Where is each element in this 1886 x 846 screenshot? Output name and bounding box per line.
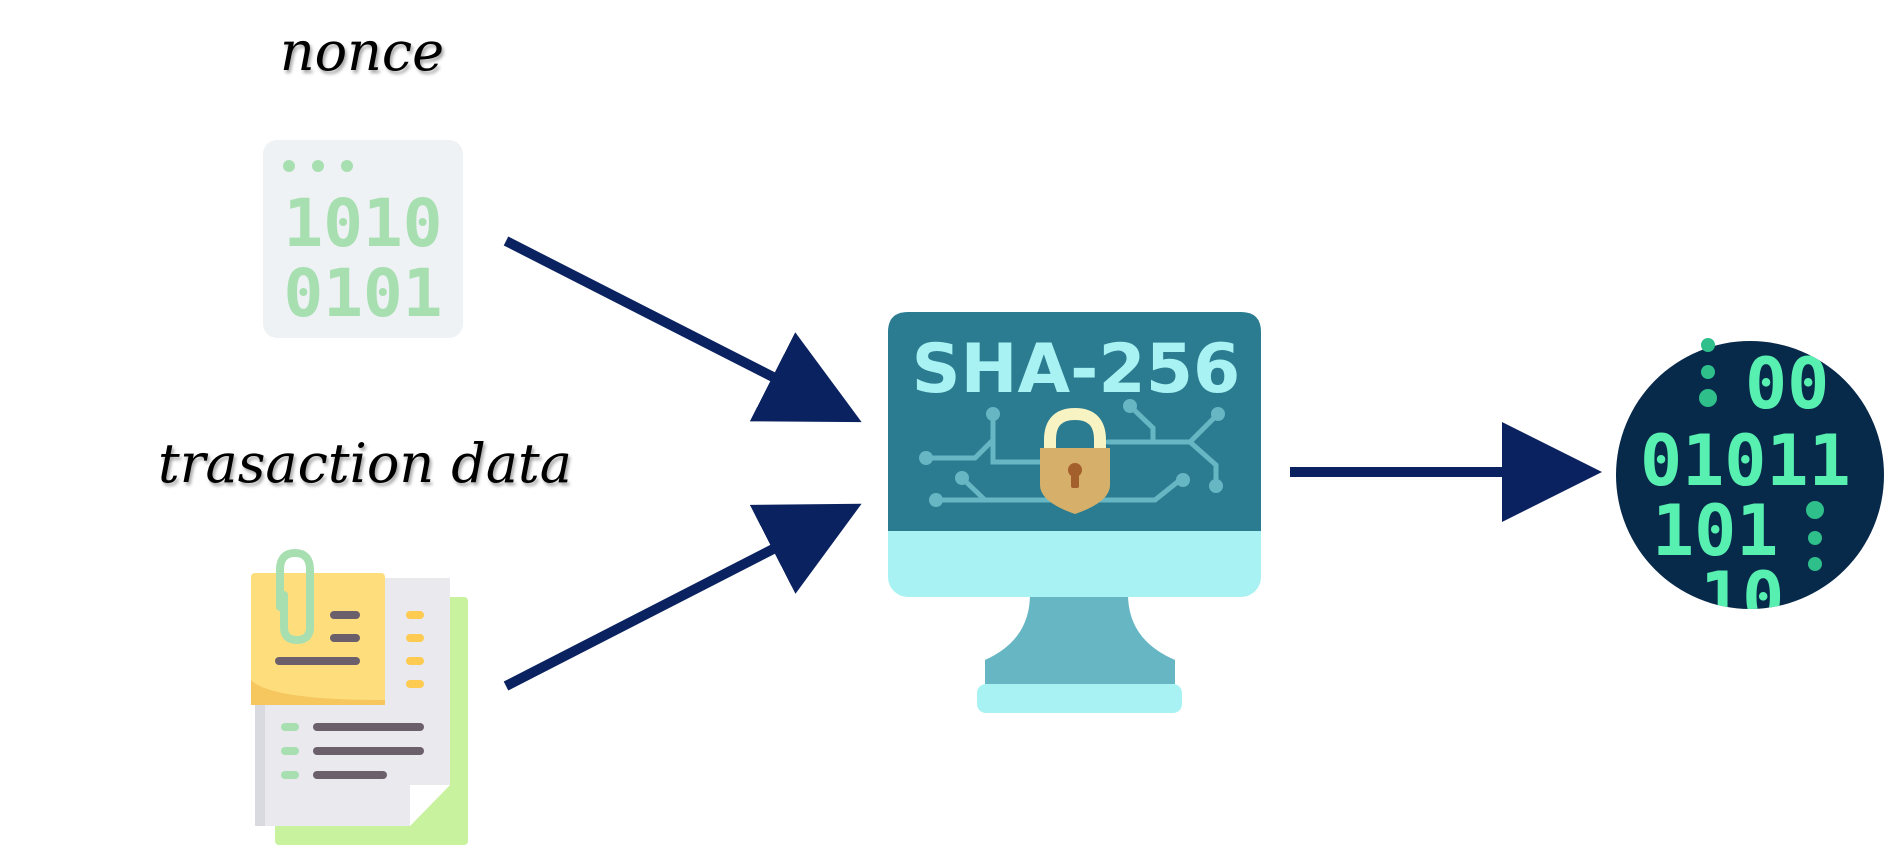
sha256-title: SHA-256: [912, 330, 1241, 409]
transaction-to-hash-arrow: [503, 503, 862, 691]
sha256-monitor-icon: SHA-256: [888, 312, 1261, 713]
hash-digits-row3: 101: [1652, 490, 1778, 572]
lock-icon: [1040, 407, 1110, 514]
hash-digits-row4: 10: [1700, 557, 1784, 639]
nonce-to-hash-arrow: [503, 236, 862, 423]
hash-dots: [1699, 338, 1824, 571]
nonce-binary-icon: 1010 0101: [263, 140, 463, 338]
transaction-document-icon: [251, 548, 468, 845]
nonce-label: nonce: [280, 20, 444, 83]
nonce-binary-row1: 1010: [284, 185, 443, 262]
nonce-binary-row2: 0101: [284, 255, 443, 332]
hash-digits-row1: 00: [1745, 343, 1829, 425]
circuit-lines: [923, 403, 1221, 503]
transaction-data-label: trasaction data: [158, 432, 572, 495]
circuit-nodes: [919, 399, 1225, 507]
output-hash-icon: 00 01011 101 10: [1616, 338, 1884, 639]
hash-digits-row2: 01011: [1640, 420, 1851, 502]
